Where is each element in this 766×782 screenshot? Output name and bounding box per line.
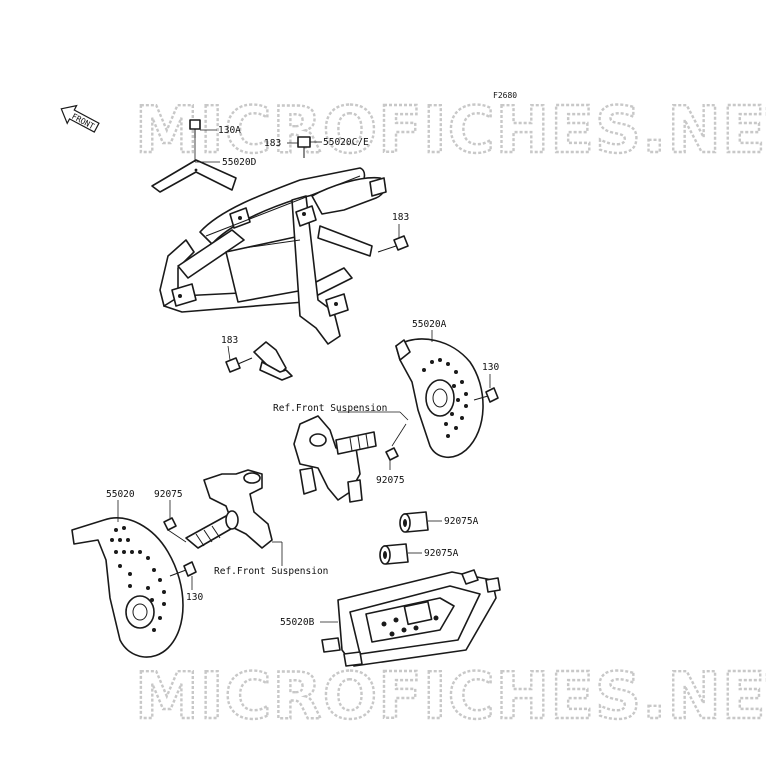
callout-130a: 130A — [218, 125, 241, 136]
bracket-55020d — [151, 159, 237, 193]
disc-guard-55020a — [395, 338, 484, 458]
callout-183-right: 183 — [392, 212, 409, 223]
callout-55020b: 55020B — [280, 617, 315, 628]
callout-55020: 55020 — [106, 489, 135, 500]
callout-92075a-upper: 92075A — [444, 516, 479, 527]
watermark-top: MICROFICHES.NET — [135, 94, 766, 168]
callout-92075a-lower: 92075A — [424, 548, 459, 559]
guard-vent-holes-b — [110, 526, 166, 632]
callout-92075-right: 92075 — [376, 475, 405, 486]
front-arrow-icon: FRONT — [60, 104, 100, 133]
nut-92075-left — [163, 517, 177, 531]
knuckle-left — [185, 469, 273, 549]
leader-92075-right-2 — [391, 423, 407, 447]
bolt-130a — [189, 119, 201, 138]
bolt-130-right — [473, 387, 499, 403]
callout-183-top: 183 — [264, 138, 281, 149]
bolt-183-left — [225, 357, 253, 373]
callout-55020ce: 55020C/E — [323, 137, 369, 148]
nut-92075-right — [385, 447, 399, 461]
front-guard-frame — [159, 167, 387, 381]
callout-ref-front-suspension-2: Ref.Front Suspension — [214, 566, 328, 577]
bushing-92075a-upper — [399, 511, 429, 533]
bolt-130-left — [169, 561, 197, 577]
skid-plate-55020b — [321, 569, 501, 667]
bushing-92075a-lower — [379, 543, 409, 565]
leader-92075-left-2 — [167, 529, 187, 543]
guard-vent-holes-a — [422, 358, 468, 438]
watermark-bottom: MICROFICHES.NET — [135, 660, 766, 734]
callout-130-left: 130 — [186, 592, 203, 603]
callout-55020d: 55020D — [222, 157, 257, 168]
callout-ref-front-suspension-1: Ref.Front Suspension — [273, 403, 387, 414]
leader-183-left — [227, 345, 231, 361]
knuckle-right — [293, 415, 377, 503]
bolt-183-right — [377, 235, 409, 253]
callout-92075-left: 92075 — [154, 489, 183, 500]
figure-code: F2680 — [493, 91, 517, 100]
leader-ref-right-d — [399, 411, 409, 421]
callout-183-left: 183 — [221, 335, 238, 346]
callout-55020a: 55020A — [412, 319, 447, 330]
disc-guard-55020 — [71, 517, 184, 658]
callout-130-right: 130 — [482, 362, 499, 373]
